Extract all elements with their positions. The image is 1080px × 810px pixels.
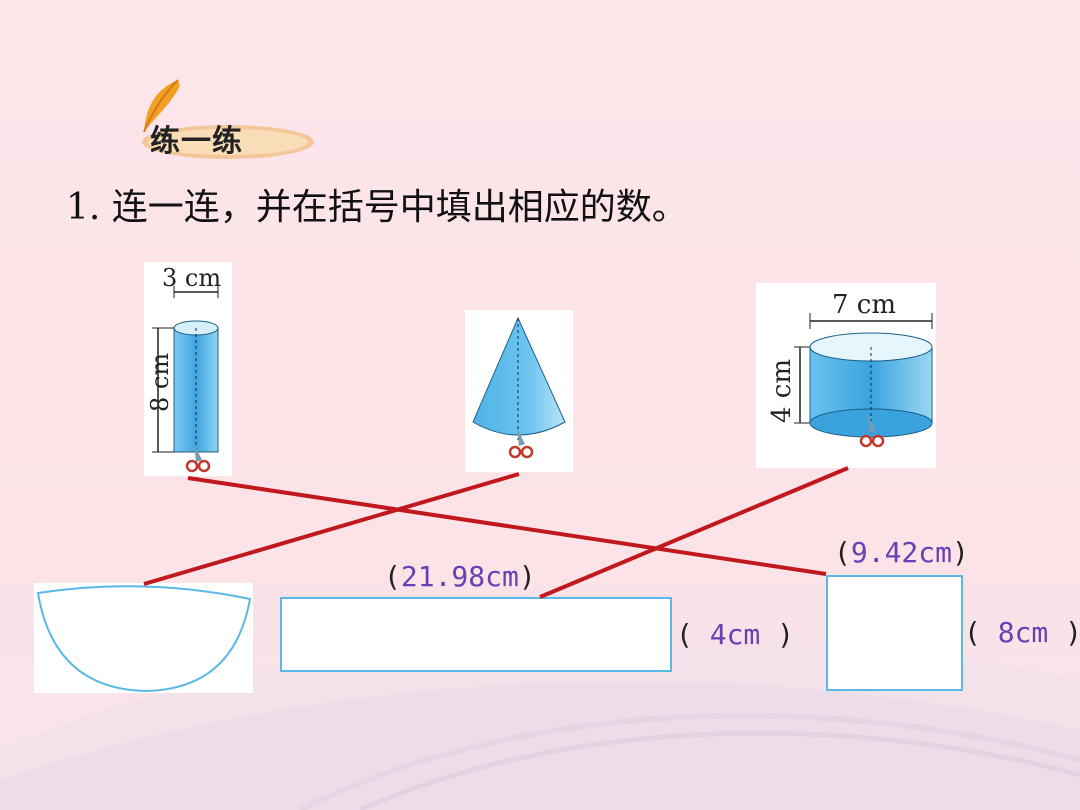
background-wave [0,632,1080,810]
sector-card [34,583,253,693]
answer-square-width: ( 8cm ) [964,616,1080,649]
large-cylinder-diameter: 7 cm [832,290,896,320]
scissors-icon [185,444,211,473]
small-cylinder-diameter: 3 cm [162,264,221,292]
cone-figure [472,316,566,459]
large-cylinder-figure: 7 cm 4 cm [767,290,933,448]
section-tag-badge [142,125,314,159]
square-shape [826,575,963,691]
answer-square-length: (9.42cm) [834,536,969,569]
scissors-icon [859,415,885,448]
small-cylinder-figure: 3 cm 8 cm [146,264,221,473]
large-cylinder-height: 4 cm [767,359,797,423]
sector-shape [36,585,252,693]
section-tag-label: 练一练 [150,124,243,159]
question-text: 1. 连一连，并在括号中填出相应的数。 [66,187,688,228]
feather-icon [143,79,180,133]
scissors-icon [508,428,534,459]
answer-rect-length: (21.98cm) [384,560,536,593]
small-cylinder-height: 8 cm [146,353,174,412]
answer-rect-width: ( 4cm ) [676,618,795,651]
large-rectangle [280,597,672,672]
